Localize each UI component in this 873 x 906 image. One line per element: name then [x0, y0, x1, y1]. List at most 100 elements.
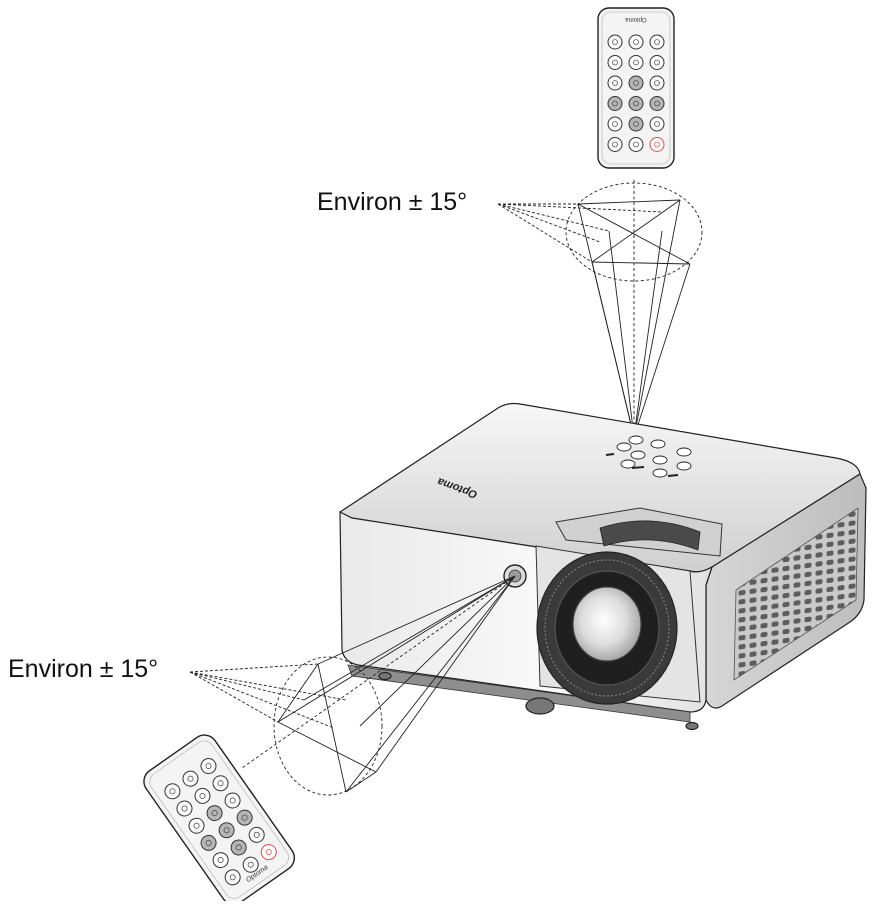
return-icon[interactable] — [649, 75, 665, 91]
input-icon[interactable] — [222, 867, 243, 888]
menu-icon[interactable] — [186, 815, 207, 836]
up-icon-glyph — [633, 80, 639, 86]
bottom-ir-beam — [189, 575, 516, 796]
bottom-angle-label: Environ ± 15° — [8, 655, 159, 683]
settings-icon-glyph — [612, 121, 618, 127]
keypad-button — [620, 459, 636, 469]
left-foot — [378, 671, 392, 681]
source-icon[interactable] — [649, 116, 665, 132]
menu-icon-glyph — [612, 80, 618, 86]
volume-up-icon[interactable] — [210, 773, 231, 794]
mute-icon[interactable] — [174, 798, 195, 819]
vent-grille — [733, 507, 859, 681]
settings-icon-glyph — [217, 857, 224, 864]
projector-keypad — [605, 435, 692, 478]
bottom-center-axis — [241, 575, 516, 769]
zoom-ring — [599, 520, 701, 551]
input-icon-glyph — [612, 141, 618, 148]
mute-icon[interactable] — [607, 55, 623, 70]
ok-icon[interactable] — [216, 820, 237, 841]
ok-icon[interactable] — [628, 96, 644, 111]
menu-icon-glyph — [193, 822, 200, 829]
left-icon-glyph — [612, 100, 618, 107]
down-icon-glyph — [633, 121, 639, 127]
power-icon-glyph — [654, 141, 660, 148]
down-icon-glyph — [235, 844, 242, 851]
right-icon[interactable] — [649, 96, 665, 111]
projector: Optoma — [339, 402, 867, 731]
freeze-icon[interactable] — [198, 756, 219, 777]
power-icon[interactable] — [649, 137, 665, 152]
brightness-icon[interactable] — [628, 34, 644, 50]
keypad-button — [676, 461, 692, 471]
keypad-button — [676, 447, 692, 457]
freeze-icon-glyph — [205, 763, 212, 770]
brightness-icon-glyph — [187, 775, 194, 782]
settings-icon[interactable] — [210, 850, 231, 871]
volume-up-icon-glyph — [654, 59, 660, 66]
source-icon-glyph — [654, 121, 660, 127]
info-icon-glyph — [633, 141, 639, 148]
input-icon[interactable] — [607, 137, 623, 152]
power-icon-glyph — [265, 849, 272, 856]
info-icon[interactable] — [240, 854, 261, 875]
right-foot — [685, 721, 699, 731]
input-icon-glyph — [229, 874, 236, 881]
keypad-button — [650, 439, 666, 449]
volume-down-icon[interactable] — [192, 785, 213, 806]
top-ir-beam — [497, 180, 703, 438]
source-icon-glyph — [253, 831, 260, 838]
keystone-icon[interactable] — [162, 781, 183, 802]
volume-up-icon-glyph — [217, 780, 224, 787]
info-icon[interactable] — [628, 137, 644, 152]
volume-down-icon[interactable] — [628, 55, 644, 70]
keypad-button — [616, 442, 632, 452]
left-icon-glyph — [205, 839, 212, 846]
mute-icon-glyph — [612, 59, 618, 66]
lens-glass — [572, 586, 642, 662]
brightness-icon-glyph — [633, 39, 639, 45]
top-angle-label: Environ ± 15° — [317, 188, 468, 216]
lens-assembly — [536, 551, 678, 705]
info-icon-glyph — [247, 861, 254, 868]
return-icon-glyph — [229, 797, 236, 804]
up-icon[interactable] — [628, 75, 644, 91]
right-icon-glyph — [241, 814, 248, 821]
freeze-icon[interactable] — [649, 34, 665, 50]
bottom-remote-buttons — [162, 756, 279, 888]
front-foot — [525, 697, 555, 715]
settings-icon[interactable] — [607, 116, 623, 132]
left-icon[interactable] — [198, 832, 219, 853]
left-icon[interactable] — [607, 96, 623, 111]
brightness-icon[interactable] — [180, 768, 201, 789]
top-remote: Optoma — [597, 7, 675, 169]
return-icon-glyph — [654, 80, 660, 86]
keypad-button — [652, 455, 668, 465]
down-icon[interactable] — [628, 116, 644, 132]
top-remote-logo: Optoma — [625, 16, 647, 22]
keypad-button — [630, 450, 646, 460]
down-icon[interactable] — [228, 837, 249, 858]
keypad-button — [652, 468, 668, 478]
keypad-button — [628, 435, 644, 445]
return-icon[interactable] — [222, 790, 243, 811]
volume-up-icon[interactable] — [649, 55, 665, 70]
ok-icon-glyph — [223, 827, 230, 834]
bottom-cone-ellipse — [273, 656, 383, 796]
right-icon-glyph — [654, 100, 660, 107]
ok-icon-glyph — [633, 100, 639, 107]
keystone-icon-glyph — [169, 788, 176, 795]
up-icon[interactable] — [204, 803, 225, 824]
keystone-icon[interactable] — [607, 34, 623, 50]
volume-down-icon-glyph — [199, 792, 206, 799]
freeze-icon-glyph — [654, 39, 660, 45]
power-icon[interactable] — [258, 842, 279, 863]
right-icon[interactable] — [234, 807, 255, 828]
menu-icon[interactable] — [607, 75, 623, 91]
up-icon-glyph — [211, 810, 218, 817]
top-label-leaders — [497, 203, 663, 263]
volume-down-icon-glyph — [633, 59, 639, 66]
source-icon[interactable] — [246, 824, 267, 845]
